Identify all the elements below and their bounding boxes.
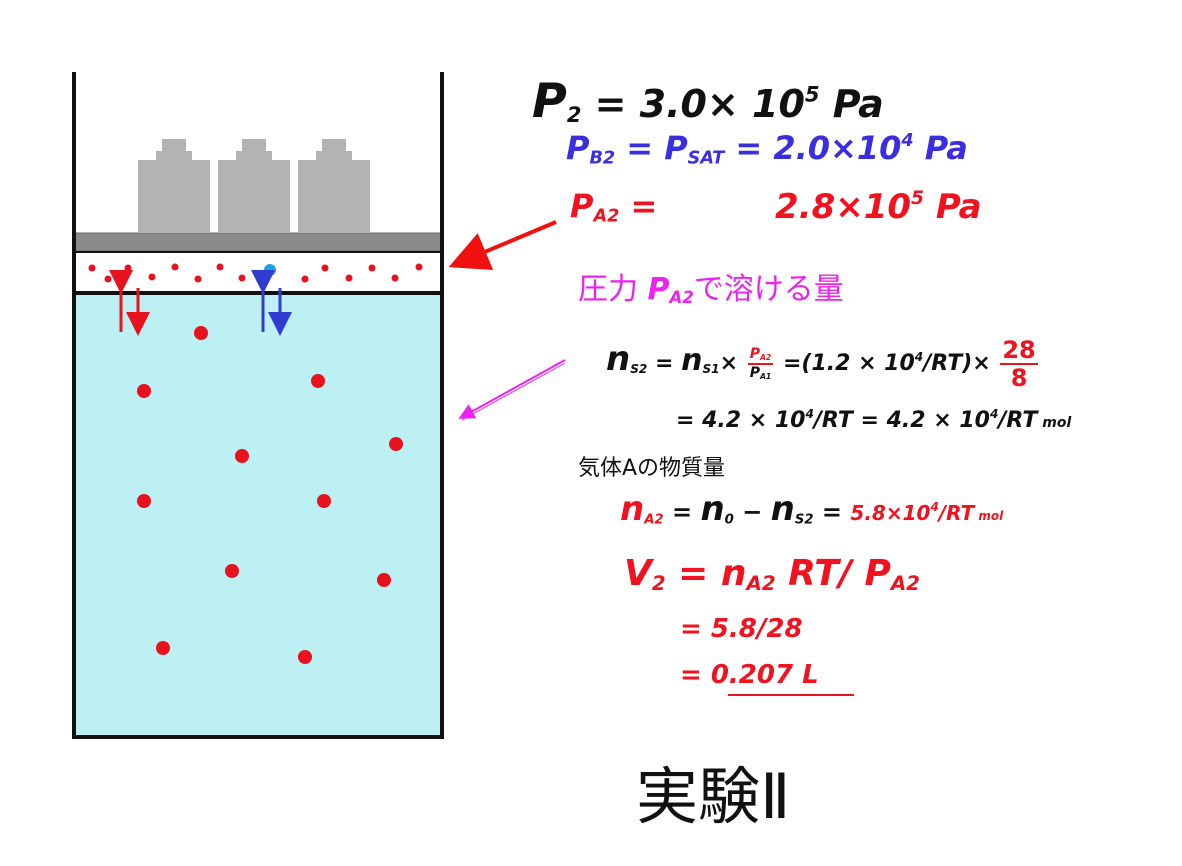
experiment-title: 実験Ⅱ <box>636 760 791 833</box>
volume-answer: 0.207 L <box>710 660 819 690</box>
piston-plate <box>73 232 442 252</box>
weight-icon <box>138 139 210 232</box>
arrow-icon <box>448 220 557 271</box>
weight-icon <box>298 139 370 232</box>
pressure-gas-a-value: 2.8×105 Pa <box>775 187 982 228</box>
dissolved-molecules <box>137 326 403 664</box>
pressure-vapor: PB2 = PSAT = 2.0×104 Pa <box>566 129 968 169</box>
weight-icon <box>218 139 290 232</box>
gas-amount-label: 気体Aの物質量 <box>578 456 726 481</box>
pressure-total: P2 = 3.0× 105 Pa <box>532 74 884 129</box>
pressure-gas-a: PA2 = <box>570 187 658 227</box>
volume-equation: V2 = nA2 RT/ PA2 <box>624 553 920 595</box>
gas-molecules <box>88 263 423 283</box>
volume-step-2: = 0.207 L <box>680 660 819 690</box>
arrow-icon <box>458 359 566 419</box>
gas-layer <box>76 252 442 292</box>
dissolve-label: 圧力 PA2で溶ける量 <box>578 272 844 308</box>
volume-step-1: = 5.8/28 <box>680 614 803 644</box>
vapor-molecule <box>264 264 276 276</box>
dissolved-amount-result: = 4.2 × 104/RT = 4.2 × 104/RT mol <box>676 407 1072 434</box>
gas-amount-equation: nA2 = n0 − nS2 = 5.8×104/RT mol <box>620 489 1004 529</box>
liquid-region <box>76 294 442 736</box>
arrow-icon <box>461 362 566 421</box>
